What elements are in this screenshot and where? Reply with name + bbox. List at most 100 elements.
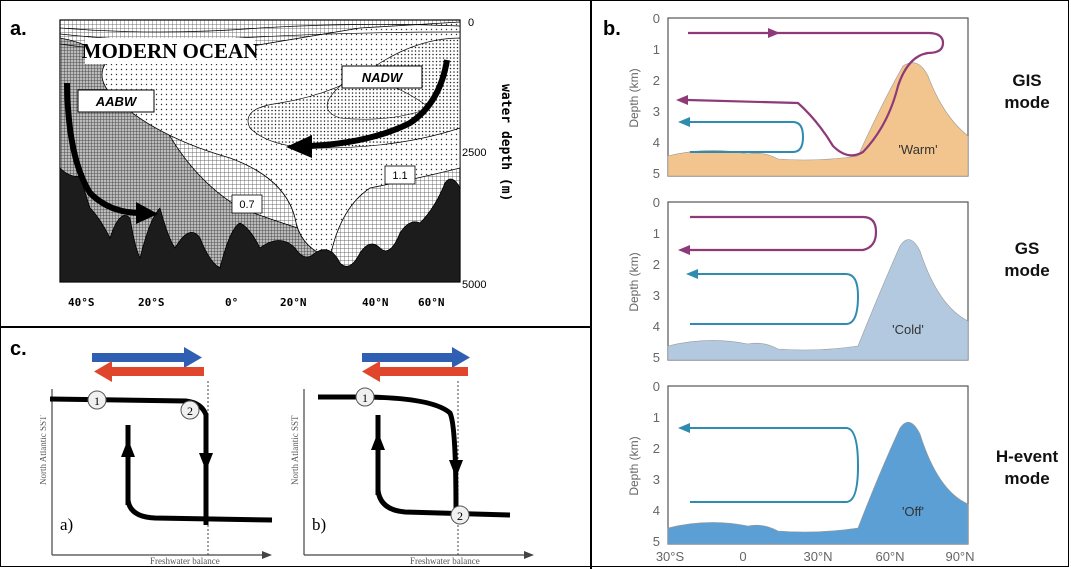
nadw-arrowhead — [286, 135, 312, 158]
node-1-label-a: 1 — [94, 394, 100, 408]
surface-contour-1 — [59, 24, 461, 33]
panel-a-title: MODERN OCEAN — [82, 39, 259, 63]
arrow-red-b — [380, 367, 468, 376]
lower-branch-b — [375, 489, 511, 518]
node-2-b — [450, 505, 470, 525]
nadw-label-box — [341, 65, 423, 89]
gis-ytick-5: 5 — [653, 166, 660, 181]
node-1-b — [355, 387, 375, 407]
aabw-arrow — [64, 82, 141, 216]
aabw-label: AABW — [95, 94, 138, 109]
gs-ytick-4: 4 — [653, 319, 660, 334]
h-event-state-label: 'Off' — [902, 504, 924, 519]
gs-ytick-0: 0 — [653, 195, 660, 210]
h-ytick-5: 5 — [653, 534, 660, 549]
contour-label-box-2 — [231, 194, 263, 214]
panel-b-x-ticks: 30°S 0 30°N 60°N 90°N — [656, 549, 975, 564]
gis-purple-arrowhead-bottom — [676, 95, 688, 105]
h-event-mode-name: H-event — [995, 447, 1059, 466]
hysteresis-plot-a: 1 2 a) Freshwater balance North Atlantic… — [40, 347, 273, 566]
panel-c-letter: c. — [10, 338, 27, 360]
nadw-label: NADW — [362, 70, 404, 85]
panel-divider-horizontal — [0, 326, 591, 328]
gis-ytick-3: 3 — [653, 104, 660, 119]
aabw-label-box — [77, 89, 155, 113]
gis-ytick-1: 1 — [653, 42, 660, 57]
gs-teal-flow — [690, 273, 860, 325]
down-arrow-a — [199, 453, 213, 471]
gs-purple-flow — [690, 215, 878, 252]
gis-purple-arrowhead-top — [768, 28, 780, 38]
gs-purple-arrowhead — [678, 245, 690, 255]
lat-tick-20s: 20°S — [138, 296, 165, 309]
gs-ytick-1: 1 — [653, 226, 660, 241]
h-ytick-0: 0 — [653, 379, 660, 394]
gis-teal-flow — [690, 121, 805, 153]
h-ytick-2: 2 — [653, 441, 660, 456]
arrowhead-red-b — [362, 361, 380, 382]
gs-teal-arrowhead — [686, 269, 698, 279]
contour-label-2: 0.7 — [239, 199, 254, 211]
x-label-a: Freshwater balance — [150, 556, 220, 566]
panel-b-circulation-modes: 'Warm' 'Cold' 'Off' 0 1 2 3 4 5 0 1 2 3 … — [627, 11, 975, 564]
hysteresis-plot-b: 1 2 b) Freshwater balance North Atlantic… — [290, 347, 534, 566]
y-label-b: North Atlantic SST — [290, 415, 300, 485]
panel-a-letter: a. — [10, 18, 27, 40]
xtick-30s: 30°S — [656, 549, 685, 564]
gis-state-label: 'Warm' — [898, 142, 937, 157]
gs-y-label: Depth (km) — [627, 252, 641, 311]
sub-label-a: a) — [60, 515, 73, 534]
x-axis-arrowhead-b — [524, 551, 534, 559]
gs-mode-name: GS — [1014, 239, 1040, 258]
h-ytick-4: 4 — [653, 503, 660, 518]
h-event-mode-plot: 'Off' — [667, 385, 969, 545]
up-arrow-a — [121, 439, 135, 457]
gis-mode-label: GIS mode — [992, 70, 1062, 114]
gs-mode-label: GS mode — [992, 238, 1062, 282]
h-ytick-3: 3 — [653, 472, 660, 487]
gis-mode-word: mode — [1004, 93, 1050, 112]
panel-divider-vertical — [590, 0, 592, 569]
aabw-arrowhead — [136, 202, 158, 224]
gs-ytick-5: 5 — [653, 350, 660, 365]
panel-b-letter: b. — [603, 18, 621, 40]
gis-ytick-0: 0 — [653, 11, 660, 26]
node-1-label-b: 1 — [362, 391, 368, 405]
h-ytick-1: 1 — [653, 410, 660, 425]
h-event-y-label: Depth (km) — [627, 436, 641, 495]
arrowhead-red-a — [94, 361, 112, 382]
lower-branch-a — [125, 499, 273, 523]
node-2-label-b: 2 — [457, 509, 463, 523]
gs-ytick-2: 2 — [653, 257, 660, 272]
gs-mode-plot: 'Cold' — [667, 201, 969, 361]
gis-ytick-2: 2 — [653, 73, 660, 88]
panel-b-y-ticks: 0 1 2 3 4 5 0 1 2 3 4 5 0 1 2 3 4 5 — [653, 11, 660, 549]
lat-tick-40n: 40°N — [362, 296, 389, 309]
contour-label-1: 1.1 — [392, 170, 407, 182]
gs-ytick-3: 3 — [653, 288, 660, 303]
gs-mode-word: mode — [1004, 261, 1050, 280]
x-axis-arrowhead-a — [262, 551, 272, 559]
depth-tick-0: 0 — [468, 17, 474, 29]
gis-teal-arrowhead — [678, 117, 690, 127]
sub-label-b: b) — [312, 515, 326, 534]
lat-tick-60n: 60°N — [418, 296, 445, 309]
gis-y-label: Depth (km) — [627, 68, 641, 127]
x-label-b: Freshwater balance — [410, 556, 480, 566]
title-box — [85, 38, 255, 64]
up-arrow-b — [371, 432, 385, 450]
contour-label-box-1 — [384, 165, 416, 185]
arrowhead-blue-b — [452, 347, 470, 368]
h-event-bathymetry — [667, 421, 969, 545]
h-event-mode-label: H-event mode — [992, 446, 1062, 490]
depth-tick-5000: 5000 — [462, 279, 486, 291]
gis-mode-plot: 'Warm' — [667, 17, 969, 177]
arrow-red-a — [112, 367, 204, 376]
node-2-label-a: 2 — [187, 404, 193, 418]
node-1-a — [87, 390, 107, 410]
down-arrow-b — [449, 460, 463, 478]
depth-axis-label: water depth (m) — [498, 84, 513, 201]
gs-bathymetry — [667, 239, 969, 361]
arrowhead-blue-a — [184, 347, 202, 368]
